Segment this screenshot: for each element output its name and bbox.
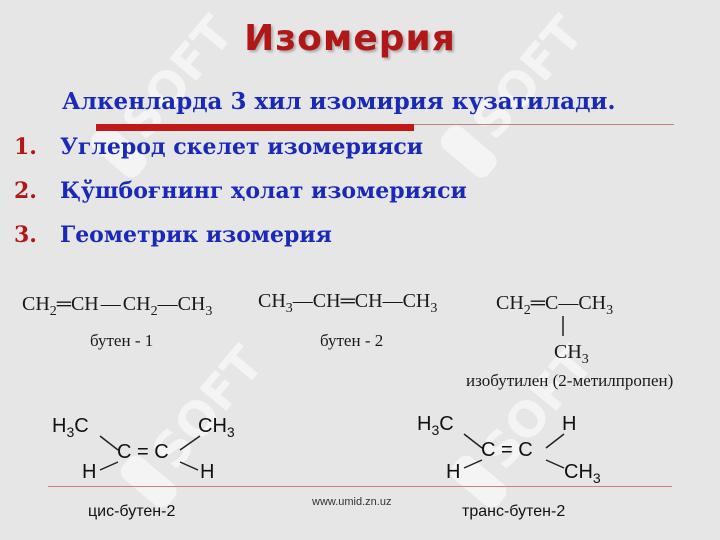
list-text: Углерод скелет изомерияси	[60, 134, 424, 160]
bond	[99, 461, 119, 471]
bond	[179, 435, 201, 451]
svg-text:H: H	[446, 461, 460, 483]
list-number: 1.	[14, 134, 37, 160]
svg-text:CH2═C—CH3: CH2═C—CH3	[496, 292, 613, 318]
double-bond-core: C = C	[481, 439, 533, 461]
list-text: Қўшбоғнинг ҳолат изомерияси	[60, 178, 467, 204]
svg-text:CH3: CH3	[554, 341, 589, 367]
formula-butene-1: CH2═CH—CH2—CH3 бутен - 1	[22, 293, 212, 350]
list-text: Геометрик изомерия	[60, 222, 332, 248]
list-number: 3.	[14, 222, 37, 248]
title-underline-rule	[414, 124, 674, 125]
svg-text:H: H	[82, 461, 96, 483]
title-underline-bar	[96, 124, 414, 131]
svg-text:CH2═CH—CH2—CH3: CH2═CH—CH2—CH3	[22, 293, 212, 319]
svg-text:H: H	[562, 413, 576, 435]
formula-trans-butene-2: H3C H C = C H CH3 транс-бутен-2	[417, 413, 601, 520]
double-bond-core: C = C	[117, 441, 169, 463]
bond	[463, 459, 483, 469]
svg-text:H: H	[200, 461, 214, 483]
list-number: 2.	[14, 178, 37, 204]
svg-text:CH3: CH3	[564, 461, 601, 486]
caption-butene-1: бутен - 1	[90, 331, 153, 350]
caption-isobutylene: изобутилен (2-метилпропен)	[466, 371, 673, 390]
bond	[545, 433, 565, 449]
caption-butene-2: бутен - 2	[320, 331, 383, 350]
svg-text:H3C: H3C	[52, 415, 89, 440]
formula-isobutylene: CH2═C—CH3 CH3 изобутилен (2-метилпропен)	[466, 292, 673, 390]
caption-trans: транс-бутен-2	[462, 503, 565, 520]
slide-subtitle: Алкенларда 3 хил изомирия кузатилади.	[62, 88, 616, 115]
svg-text:CH3—CH═CH—CH3: CH3—CH═CH—CH3	[258, 290, 437, 316]
slide-title: Изомерия	[244, 18, 456, 59]
formula-cis-butene-2: H3C CH3 C = C H H цис-бутен-2	[52, 415, 235, 520]
bond	[99, 435, 119, 451]
bond	[179, 461, 199, 471]
footer-url: www.umid.zn.uz	[312, 496, 392, 508]
svg-text:H3C: H3C	[417, 413, 454, 438]
formula-butene-2: CH3—CH═CH—CH3 бутен - 2	[258, 290, 437, 350]
bond	[545, 459, 565, 469]
svg-text:CH3: CH3	[198, 415, 235, 440]
caption-cis: цис-бутен-2	[88, 503, 175, 520]
footer-rule	[48, 486, 672, 487]
bond	[463, 433, 483, 449]
